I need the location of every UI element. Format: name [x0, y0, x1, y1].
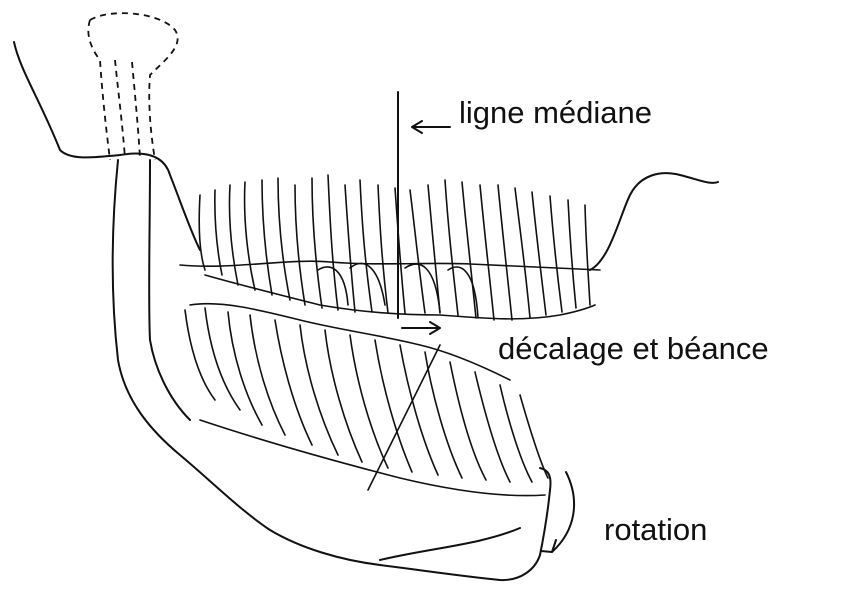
mandible-lower-inner [380, 528, 520, 560]
ramus-front [149, 160, 190, 420]
upper-gumline [180, 261, 600, 270]
lower-teeth [185, 304, 548, 496]
maxilla-right-contour [590, 173, 718, 270]
midline-arrow [412, 121, 450, 133]
condyle-dashed [88, 13, 177, 160]
ramus-dashed [115, 60, 140, 158]
maxilla-contour [14, 42, 200, 250]
shift-arrow [402, 322, 440, 334]
midline-label: ligne médiane [459, 97, 652, 128]
rotation-arrow [541, 472, 574, 552]
shift-label: décalage et béance [498, 333, 769, 364]
rotation-label: rotation [604, 514, 707, 545]
